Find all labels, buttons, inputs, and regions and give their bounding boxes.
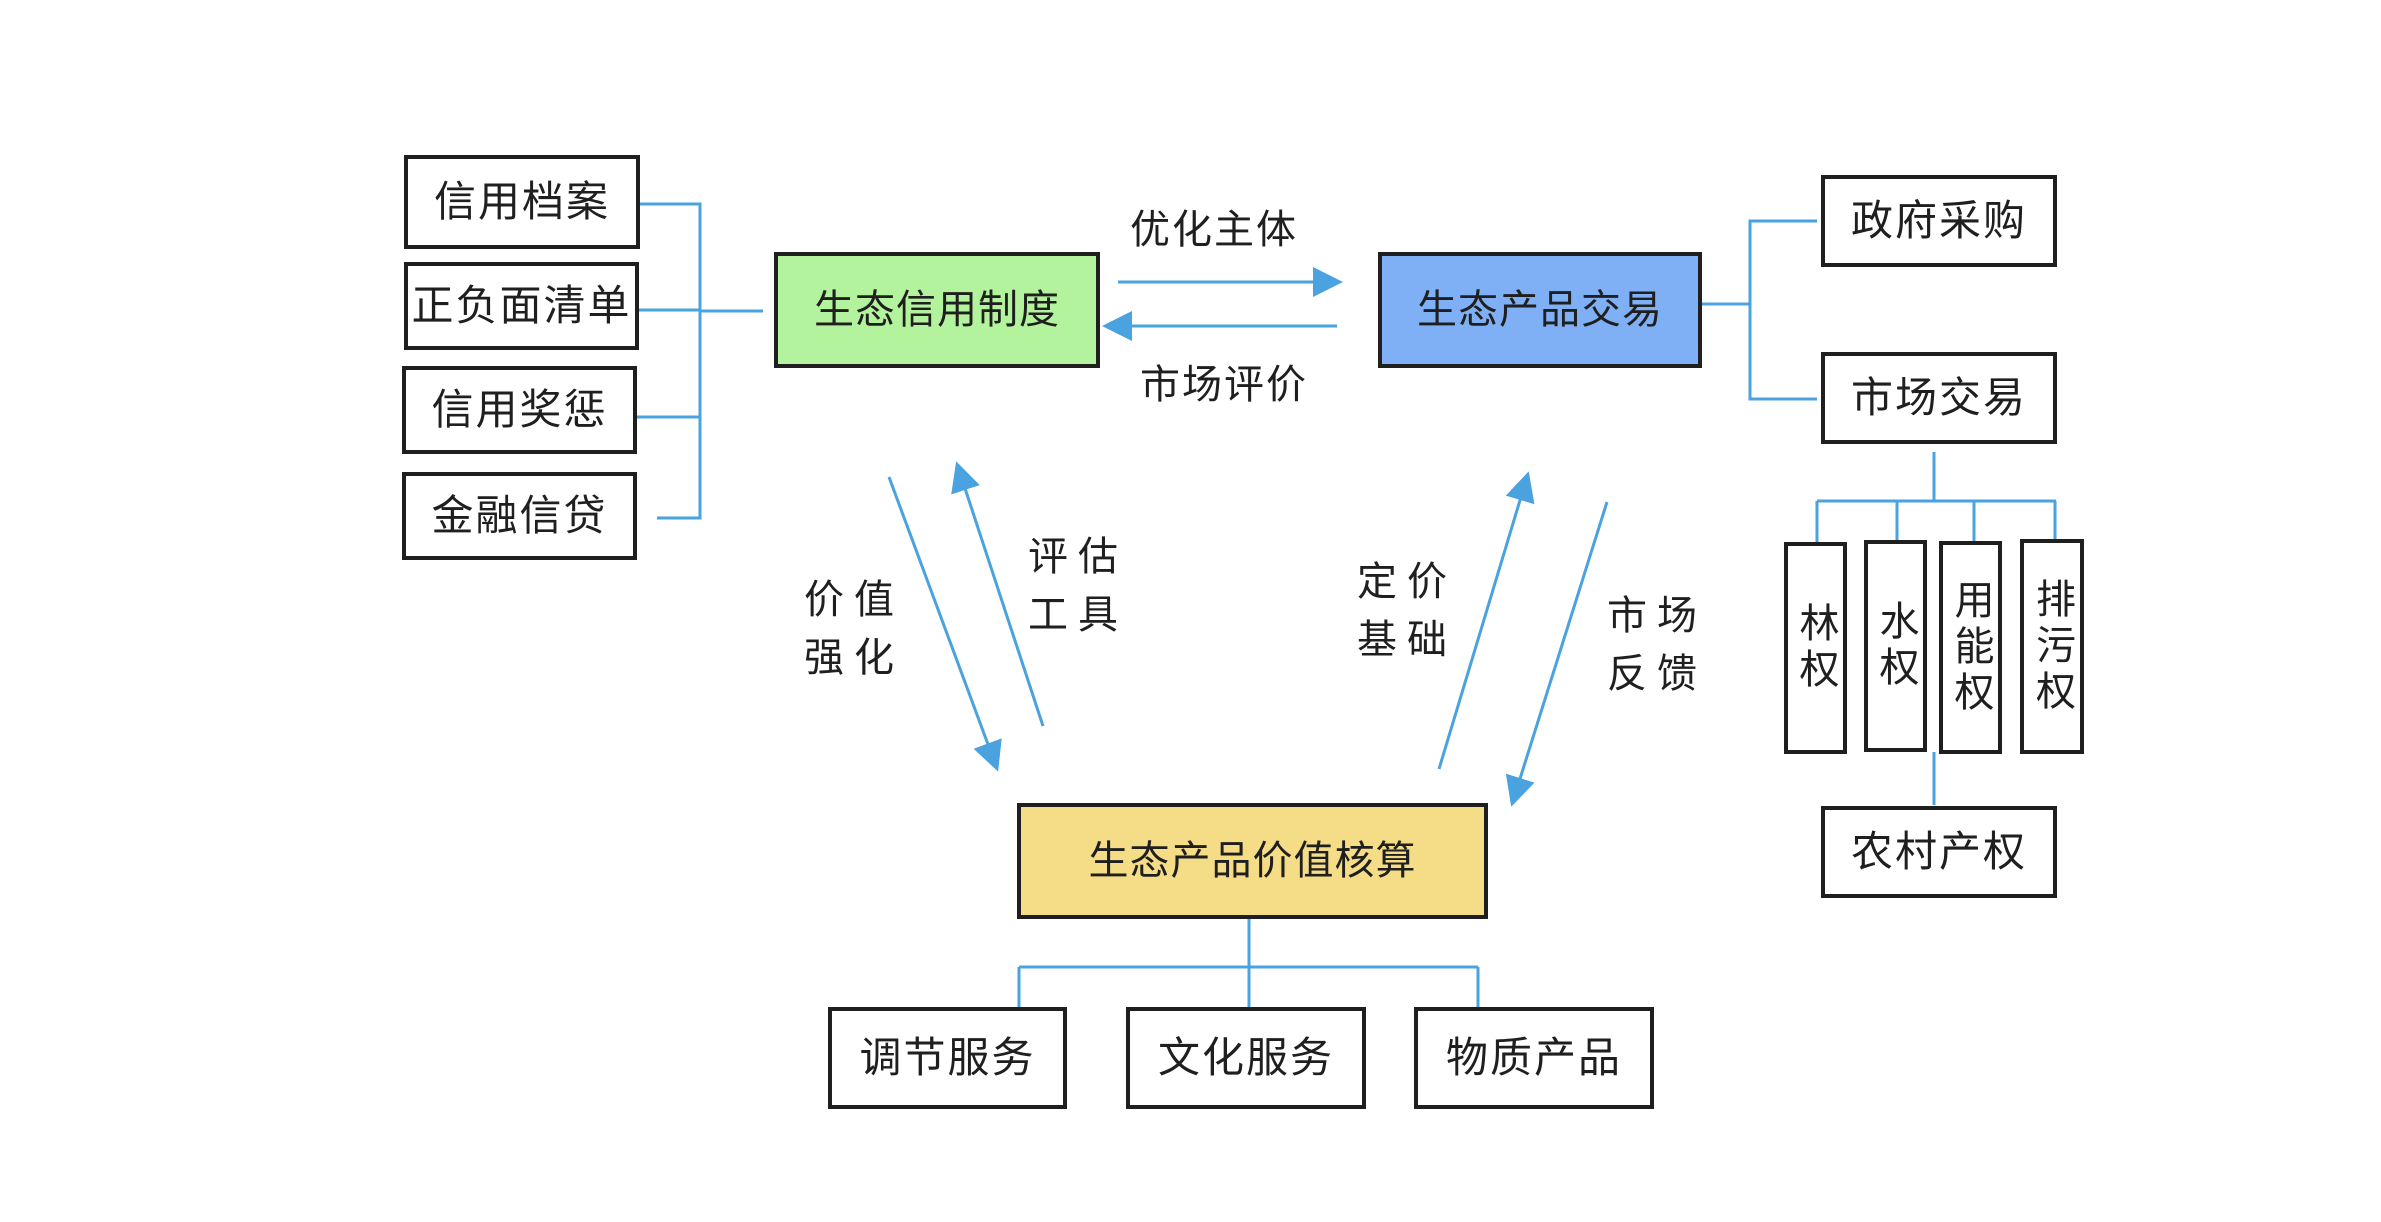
credit-item-rewards: 信用奖惩 xyxy=(402,366,637,454)
label-optimize-subject: 优化主体 xyxy=(1130,207,1298,253)
label-pricing-basis: 定价基础 xyxy=(1357,559,1457,663)
arrow-market-feedback xyxy=(1505,501,1609,807)
trade-item-government: 政府采购 xyxy=(1821,175,2057,267)
label-market-feedback: 市场反馈 xyxy=(1607,593,1707,697)
trade-item-market: 市场交易 xyxy=(1821,352,2057,444)
flow-arrows xyxy=(887,267,1609,807)
service-item-regulation: 调节服务 xyxy=(828,1007,1067,1109)
rights-item-water: 水权 xyxy=(1864,540,1927,752)
rights-item-forest: 林权 xyxy=(1784,542,1847,754)
node-product-trade: 生态产品交易 xyxy=(1378,252,1702,368)
rights-connector xyxy=(1815,452,2057,805)
label-assessment-tool: 评估工具 xyxy=(1028,534,1128,638)
arrow-pricing-basis xyxy=(1437,471,1535,770)
node-value-accounting: 生态产品价值核算 xyxy=(1017,803,1488,919)
arrow-value-strengthen xyxy=(887,476,1002,772)
rights-item-emission: 排污权 xyxy=(2020,539,2084,754)
label-value-strengthen: 价值强化 xyxy=(804,577,904,681)
service-item-culture: 文化服务 xyxy=(1126,1007,1366,1109)
service-item-material: 物质产品 xyxy=(1414,1007,1654,1109)
credit-item-finance: 金融信贷 xyxy=(402,472,637,560)
rights-item-energy: 用能权 xyxy=(1939,541,2002,754)
node-credit-system: 生态信用制度 xyxy=(774,252,1100,368)
arrow-assessment-tool xyxy=(951,461,1045,727)
label-market-evaluation: 市场评价 xyxy=(1140,362,1308,408)
credit-items-connector xyxy=(629,202,763,520)
rural-property-rights: 农村产权 xyxy=(1821,806,2057,898)
credit-item-archive: 信用档案 xyxy=(404,155,640,249)
credit-item-list: 正负面清单 xyxy=(404,262,639,350)
service-items-connector xyxy=(1017,918,1480,1007)
trade-items-connector xyxy=(1698,219,1817,401)
